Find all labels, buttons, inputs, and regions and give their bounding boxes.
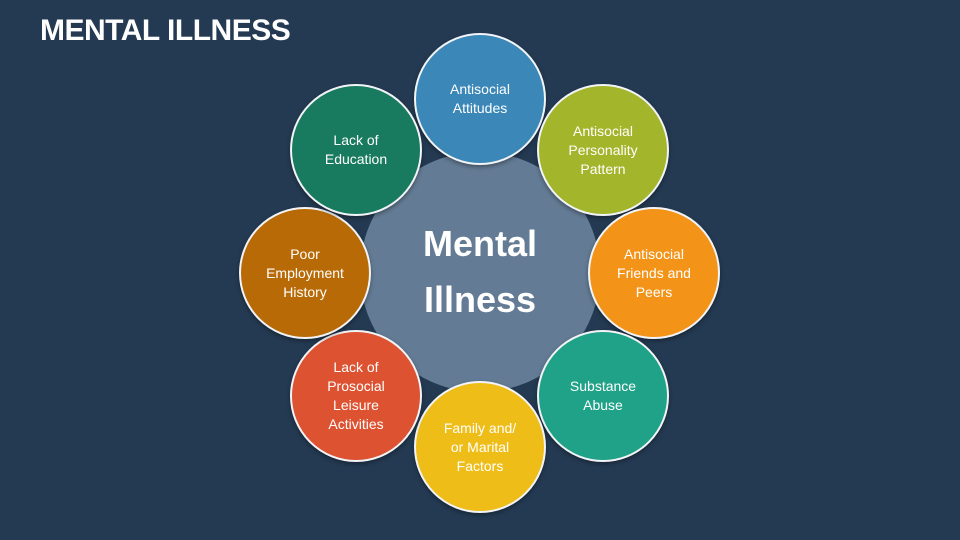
node-lack-of-education: Lack of Education bbox=[290, 84, 422, 216]
node-antisocial-attitudes: Antisocial Attitudes bbox=[414, 33, 546, 165]
node-poor-employment-history: Poor Employment History bbox=[239, 207, 371, 339]
node-substance-abuse: Substance Abuse bbox=[537, 330, 669, 462]
page-title: MENTAL ILLNESS bbox=[40, 14, 291, 47]
center-label-line1: Mental bbox=[422, 223, 537, 264]
node-label: Lack of Prosocial Leisure Activities bbox=[327, 359, 385, 432]
node-label: Antisocial Personality Pattern bbox=[568, 122, 638, 177]
node-family-marital-factors: Family and/ or Marital Factors bbox=[414, 381, 546, 513]
node-antisocial-friends-and-peers: Antisocial Friends and Peers bbox=[588, 207, 720, 339]
node-label: Lack of Education bbox=[324, 132, 388, 167]
node-label: Family and/ or Marital Factors bbox=[443, 419, 517, 474]
node-label: Antisocial Friends and Peers bbox=[617, 245, 691, 300]
node-label: Poor Employment History bbox=[266, 245, 344, 300]
center-label-line2: Illness bbox=[423, 279, 537, 320]
node-antisocial-personality-pattern: Antisocial Personality Pattern bbox=[537, 84, 669, 216]
node-lack-of-prosocial-leisure: Lack of Prosocial Leisure Activities bbox=[290, 330, 422, 462]
node-label: Antisocial Attitudes bbox=[450, 81, 510, 116]
node-label: Substance Abuse bbox=[569, 378, 637, 413]
